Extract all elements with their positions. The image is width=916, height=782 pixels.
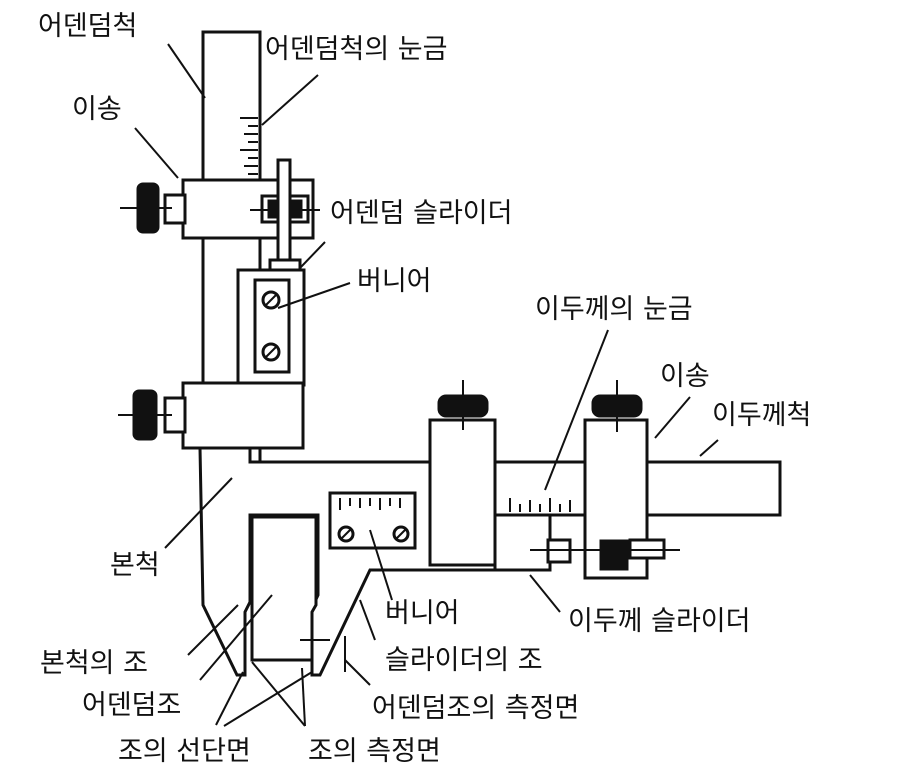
- label-feed-right: 이송: [660, 361, 710, 392]
- label-vernier-bottom: 버니어: [385, 598, 460, 629]
- label-height-gauge: 어덴덤척: [38, 11, 138, 42]
- label-height-slider: 어덴덤 슬라이더: [330, 198, 513, 229]
- label-addendum-face: 어덴덤조의 측정면: [372, 693, 580, 724]
- label-height-scale: 어덴덤척의 눈금: [265, 34, 448, 65]
- addendum-scale-ticks: [240, 117, 258, 175]
- addendum-jaw: [250, 515, 318, 662]
- thickness-slider-housing: [428, 418, 497, 567]
- label-vernier-top: 버니어: [357, 266, 432, 297]
- label-thickness-gauge: 이두께척: [712, 400, 812, 431]
- label-thickness-slider: 이두께 슬라이더: [568, 606, 751, 637]
- label-main-scale: 본척: [110, 550, 160, 581]
- addendum-slider-stem: [276, 158, 292, 267]
- leader-lines: [134, 43, 719, 727]
- label-jaw-measure-face: 조의 측정면: [308, 736, 441, 767]
- thickness-scale-ticks: [509, 498, 571, 512]
- lower-feed-clamp: [181, 381, 305, 450]
- label-jaw-tip-face: 조의 선단면: [118, 736, 251, 767]
- label-thickness-scale: 이두께의 눈금: [535, 294, 693, 325]
- label-feed-left: 이송: [72, 94, 122, 125]
- label-addendum-jaw: 어덴덤조: [82, 690, 182, 721]
- label-slider-jaw: 슬라이더의 조: [385, 645, 543, 676]
- label-main-jaw: 본척의 조: [40, 648, 148, 679]
